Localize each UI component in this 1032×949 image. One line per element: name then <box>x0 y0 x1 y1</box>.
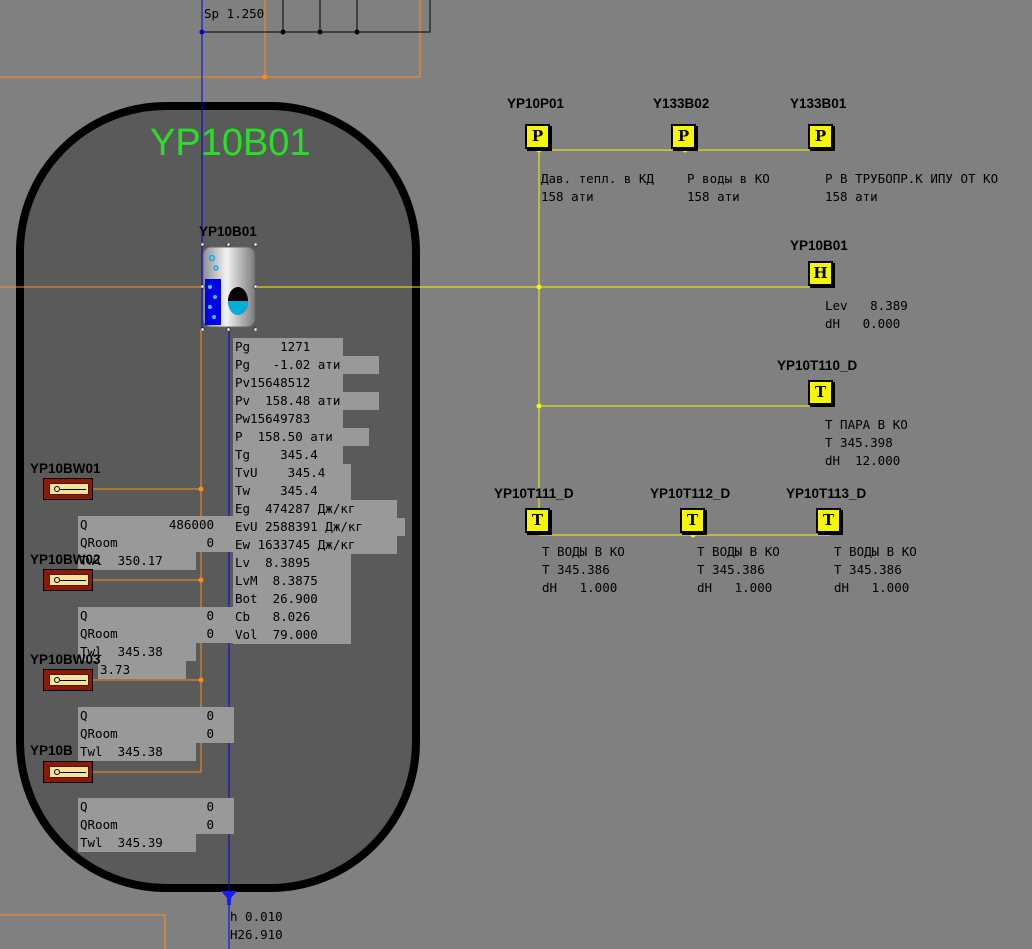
overlap-value: 3.73 <box>98 661 186 679</box>
pressure-sensor-icon[interactable]: P <box>808 124 833 149</box>
sensor-caption: T ПАРА В КО <box>825 417 908 432</box>
heater-tag: YP10BW03 <box>30 652 101 667</box>
sensor-caption: P воды в КО <box>687 171 770 186</box>
sensor-value: T 345.398 <box>825 435 893 450</box>
tank-tag: YP10B01 <box>199 224 257 239</box>
sensor-tag: YP10P01 <box>507 96 565 111</box>
main-reading: TvU 345.4 <box>233 464 351 482</box>
sensor-value: dH 1.000 <box>542 580 618 595</box>
main-reading: LvM 8.3875 <box>233 572 351 590</box>
main-reading: Lv 8.3895 <box>233 554 351 572</box>
sensor-tag: YP10T111_D <box>494 486 574 501</box>
sensor-value: T 345.386 <box>542 562 610 577</box>
main-reading: Tw 345.4 <box>233 482 351 500</box>
sensor-tag: YP10T113_D <box>786 486 867 501</box>
sensor-tag: YP10B01 <box>790 238 848 253</box>
main-reading: Pv 158.48 ати <box>233 392 379 410</box>
pressurizer-tank-icon[interactable] <box>201 243 257 331</box>
sensor-value: dH 1.000 <box>834 580 910 595</box>
main-reading: Bot 26.900 <box>233 590 351 608</box>
main-reading: Tg 345.4 <box>233 446 343 464</box>
vessel-title: YP10B01 <box>150 122 311 164</box>
level-H-readout: H26.910 <box>230 927 283 942</box>
heater-twl-row: Twl 345.38 <box>78 743 196 761</box>
heater-element-icon[interactable] <box>43 569 93 591</box>
sensor-value: T 345.386 <box>834 562 902 577</box>
main-reading: Cb 8.026 <box>233 608 351 626</box>
sensor-caption: T ВОДЫ В КО <box>697 544 780 559</box>
heater-tag: YP10BW02 <box>30 552 101 567</box>
sensor-value: dH 12.000 <box>825 453 901 468</box>
sensor-caption: T ВОДЫ В КО <box>542 544 625 559</box>
main-reading: Pg -1.02 ати <box>233 356 379 374</box>
sensor-value: dH 1.000 <box>697 580 773 595</box>
main-reading: Vol 79.000 <box>233 626 351 644</box>
temperature-sensor-icon[interactable]: T <box>525 508 550 533</box>
heater-twl-row: Twl 350.17 <box>78 552 196 570</box>
pressure-sensor-icon[interactable]: P <box>671 124 696 149</box>
heater-twl-row: Twl 345.39 <box>78 834 196 852</box>
main-reading: P 158.50 ати <box>233 428 369 446</box>
heater-tag: YP10BW01 <box>30 461 101 476</box>
sensor-tag: Y133B01 <box>790 96 847 111</box>
heater-twl-row: Twl 345.38 <box>78 643 196 661</box>
level-sensor-icon[interactable]: H <box>808 261 833 286</box>
temperature-sensor-icon[interactable]: T <box>808 380 833 405</box>
sensor-caption: Дав. тепл. в КД <box>541 171 654 186</box>
heater-element-icon[interactable] <box>43 478 93 500</box>
pressure-sensor-icon[interactable]: P <box>525 124 550 149</box>
sensor-value: Lev 8.389 <box>825 298 908 313</box>
main-reading: Pv15648512 <box>233 374 343 392</box>
sensor-caption: T ВОДЫ В КО <box>834 544 917 559</box>
sensor-value: 158 ати <box>687 189 740 204</box>
sensor-caption: P В ТРУБОПР.К ИПУ ОТ КО <box>825 171 999 186</box>
sensor-value: 158 ати <box>825 189 878 204</box>
setpoint-readout: Sp 1.250 <box>204 6 265 21</box>
sensor-value: dH 0.000 <box>825 316 901 331</box>
sensor-value: 158 ати <box>541 189 594 204</box>
temperature-sensor-icon[interactable]: T <box>816 508 841 533</box>
level-h-readout: h 0.010 <box>230 909 283 924</box>
main-reading: Pg 1271 <box>233 338 343 356</box>
main-reading: Ew 1633745 Дж/кг <box>233 536 397 554</box>
funnel-valve-icon[interactable] <box>221 891 237 905</box>
sensor-tag: YP10T110_D <box>777 358 858 373</box>
sensor-value: T 345.386 <box>697 562 765 577</box>
sensor-tag: Y133B02 <box>653 96 710 111</box>
main-reading: Eg 474287 Дж/кг <box>233 500 397 518</box>
sensor-tag: YP10T112_D <box>650 486 731 501</box>
main-reading: Pw15649783 <box>233 410 343 428</box>
heater-element-icon[interactable] <box>43 669 93 691</box>
main-reading: EvU 2588391 Дж/кг <box>233 518 405 536</box>
temperature-sensor-icon[interactable]: T <box>680 508 705 533</box>
heater-tag: YP10B <box>30 743 73 758</box>
heater-element-icon[interactable] <box>43 761 93 783</box>
